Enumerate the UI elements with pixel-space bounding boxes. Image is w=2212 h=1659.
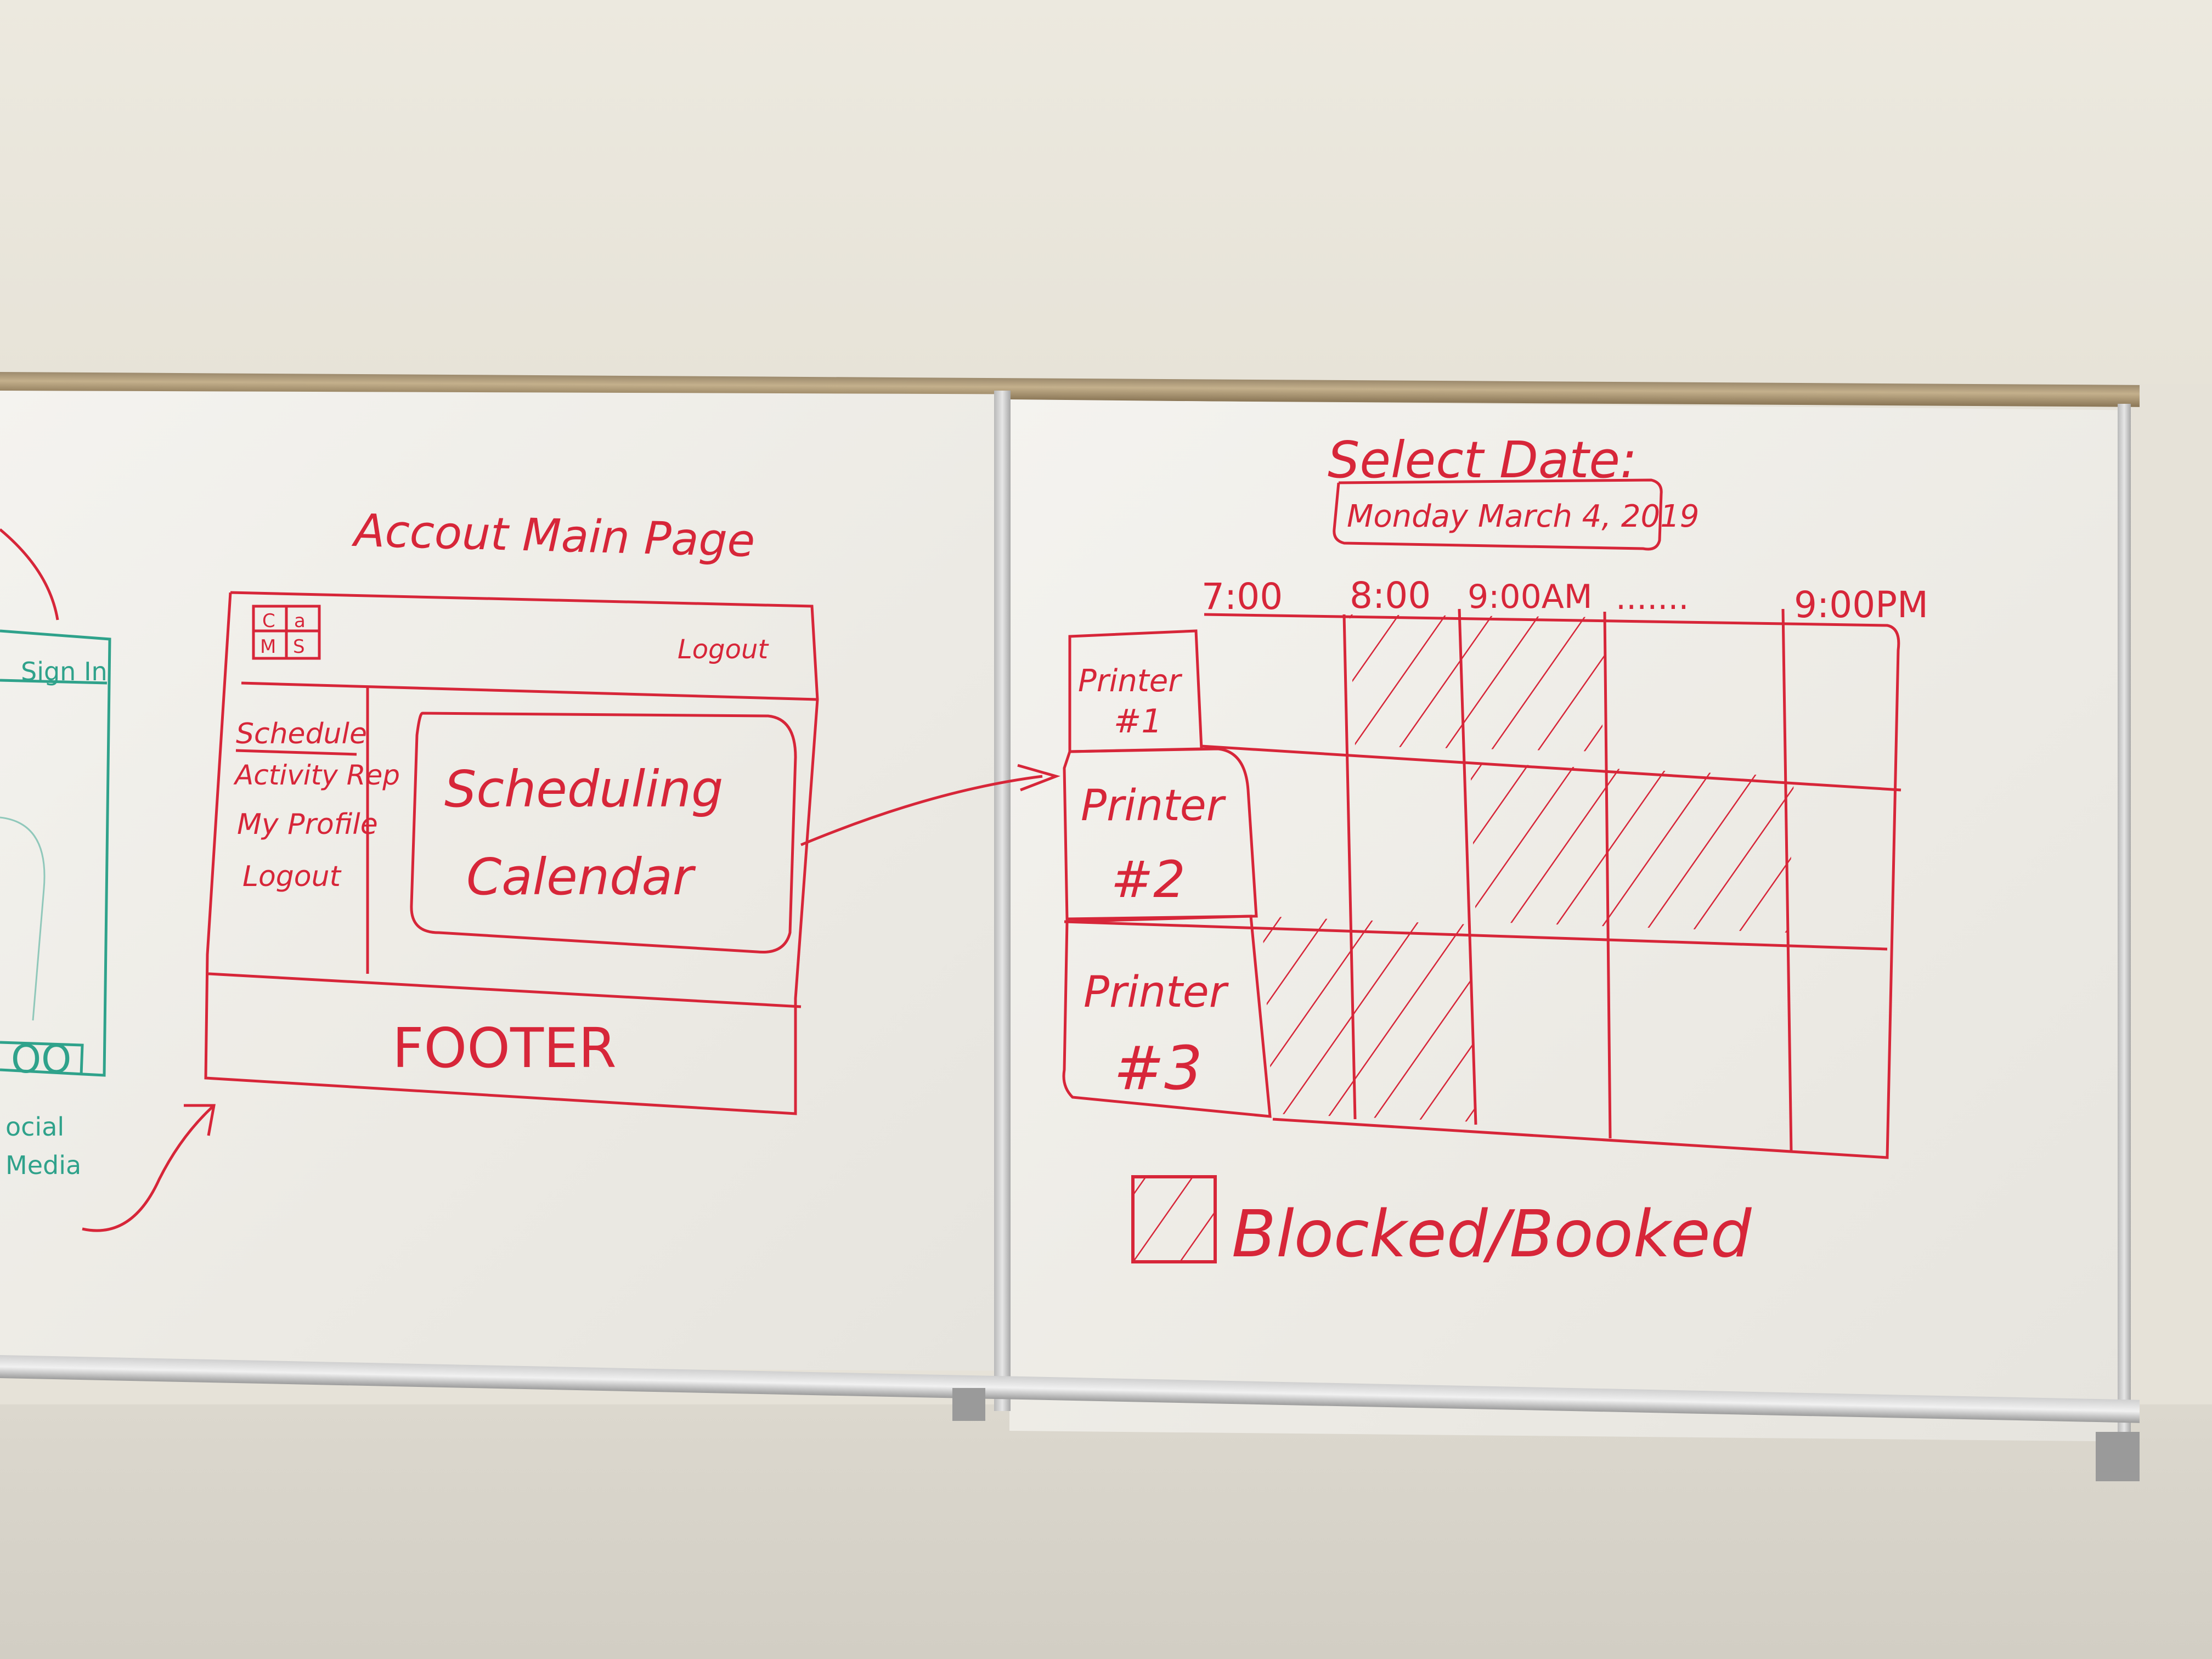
printer-2-label: Printer <box>1081 781 1227 831</box>
schedule-underline <box>235 749 357 756</box>
grid-row-line-2 <box>1064 920 1888 951</box>
sidebar-my-profile: My Profile <box>237 808 378 841</box>
legend-label: Blocked/Booked <box>1232 1196 1752 1272</box>
schedule-grid <box>1062 608 1901 1159</box>
logout-top: Logout <box>678 634 769 665</box>
board-divider <box>994 391 1011 1411</box>
sign-in-text: Sign In <box>21 657 108 686</box>
tray-bracket-right <box>2096 1432 2140 1481</box>
account-header-line <box>241 681 818 701</box>
calendar-placeholder-box <box>410 712 797 954</box>
printer-3-box <box>1062 915 1272 1118</box>
arc-stroke <box>0 528 59 620</box>
oo-text: OO <box>11 1037 71 1082</box>
legend-swatch <box>1131 1175 1217 1263</box>
social-text-1: ocial <box>5 1112 64 1142</box>
footer-text: FOOTER <box>392 1016 617 1080</box>
logo-letter-s: S <box>293 636 305 658</box>
printer-1-label: Printer <box>1078 663 1182 699</box>
grid-col-line-2 <box>1458 608 1477 1125</box>
time-9am: 9:00AM <box>1468 578 1593 616</box>
date-box <box>1333 478 1663 551</box>
teal-oo-box <box>0 1041 84 1076</box>
account-title: Accout Main Page <box>351 505 755 567</box>
logo-letter-c: C <box>262 610 275 632</box>
teal-frame <box>0 629 111 1077</box>
teal-fragment <box>0 629 111 1077</box>
account-footer-line <box>208 972 802 1008</box>
account-wireframe <box>204 591 1060 1115</box>
grid-col-line-3 <box>1603 611 1612 1139</box>
teal-faded-box <box>0 816 46 1021</box>
scheduling-text: Scheduling <box>444 760 723 819</box>
sidebar-activity-rep: Activity Rep <box>233 759 400 791</box>
teal-header-line <box>0 679 108 685</box>
blocked-cell-p3 <box>1262 916 1476 1122</box>
grid-col-line-1 <box>1342 614 1357 1120</box>
time-8: 8:00 <box>1350 574 1431 617</box>
blocked-cell-p1 <box>1350 614 1605 752</box>
arrow-to-account <box>82 1104 216 1232</box>
printer-2-box <box>1063 747 1258 921</box>
social-text-2: Media <box>5 1150 81 1180</box>
date-value: Monday March 4, 2019 <box>1347 499 1699 534</box>
logo-letter-m: M <box>260 636 276 658</box>
time-9pm: 9:00PM <box>1794 584 1928 626</box>
time-ellipsis: ....... <box>1616 579 1689 617</box>
time-7: 7:00 <box>1201 575 1283 618</box>
logo-letter-a: a <box>294 610 306 632</box>
printer-1-number: #1 <box>1114 702 1162 741</box>
logo-grid <box>253 606 319 658</box>
printer-2-number: #2 <box>1111 850 1186 909</box>
wall-lower <box>0 1404 2212 1659</box>
board-right-frame <box>2118 404 2131 1463</box>
calendar-text: Calendar <box>466 848 696 906</box>
sidebar-logout: Logout <box>242 860 342 893</box>
wall-upper <box>0 0 2212 384</box>
grid-outline <box>1204 613 1900 1159</box>
grid-col-line-4 <box>1781 608 1793 1153</box>
printer-3-number: #3 <box>1114 1033 1203 1103</box>
blocked-cell-p2 <box>1470 763 1794 933</box>
tray-bracket-left <box>952 1388 985 1421</box>
printer-3-label: Printer <box>1084 968 1229 1017</box>
arrow-to-calendar <box>800 764 1060 847</box>
account-frame <box>204 591 819 1115</box>
sidebar-schedule: Schedule <box>236 718 367 751</box>
